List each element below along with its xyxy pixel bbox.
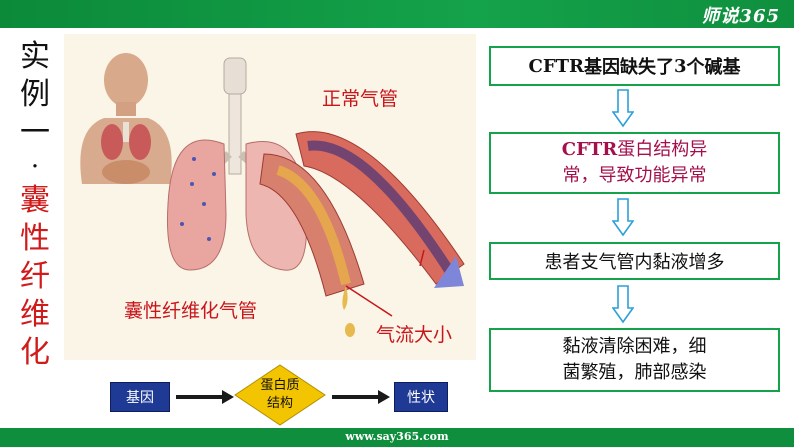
title-char: 维 (20, 297, 50, 332)
flow-step-2: CFTR蛋白结构异 常，导致功能异常 (489, 132, 780, 194)
title-char: 实 (20, 39, 50, 74)
airflow-label: 气流大小 (376, 324, 453, 346)
title-char: 纤 (20, 259, 50, 294)
airway-drawing (80, 53, 465, 337)
flow-step-1-suffix: 个碱基 (686, 57, 741, 78)
footer-bar: www.say365.com (0, 428, 794, 447)
flow-step-1: CFTR 基因缺失了 3 个碱基 (489, 46, 780, 86)
airway-illustration: 正常气管 囊性纤维化气管 气流大小 (64, 34, 476, 360)
protein-line1: 蛋白质 (260, 378, 300, 393)
flow-step-2-line2: 常，导致功能异常 (562, 165, 707, 186)
protein-diamond (234, 364, 326, 426)
flow-step-2-line1: CFTR蛋白结构异 (562, 137, 707, 163)
title-char: 囊 (20, 183, 50, 218)
human-figure (80, 53, 172, 184)
right-arrow-icon (176, 390, 234, 404)
normal-trachea-label: 正常气管 (322, 88, 399, 110)
title-char: 例 (20, 77, 50, 112)
flow-step-2-text: 蛋白结构异 (617, 139, 708, 160)
vertical-title: 实 例 一 · 囊 性 纤 维 化 (14, 38, 56, 372)
gene-trait-flow: 基因 蛋白质 结构 性状 (100, 364, 460, 426)
down-arrow-icon (612, 285, 634, 324)
flow-step-1-prefix: CFTR (528, 55, 584, 77)
flow-step-4-line2: 菌繁殖，肺部感染 (562, 362, 707, 383)
right-arrow-icon (332, 390, 390, 404)
flow-step-1-text: 基因缺失了 (583, 57, 674, 78)
title-char: 性 (20, 221, 50, 256)
normal-trachea (295, 131, 465, 288)
cf-trachea-label: 囊性纤维化气管 (124, 300, 258, 322)
cf-trachea (259, 153, 365, 337)
down-arrow-icon (612, 198, 634, 237)
footer-url: www.say365.com (345, 430, 449, 443)
flow-step-4: 黏液清除困难，细 菌繁殖，肺部感染 (489, 328, 780, 392)
protein-structure-label: 蛋白质 结构 (250, 377, 310, 413)
protein-line2: 结构 (266, 396, 293, 411)
brand-logo: 师说365 (701, 6, 780, 27)
flow-step-3: 患者支气管内黏液增多 (489, 242, 780, 280)
flow-step-2-prefix: CFTR (561, 139, 618, 160)
gene-box: 基因 (110, 382, 170, 412)
flow-step-1-num: 3 (673, 55, 687, 77)
title-char: 化 (20, 335, 50, 370)
header-bar: 师说365 (0, 0, 794, 28)
trait-box: 性状 (394, 382, 448, 412)
down-arrow-icon (612, 89, 634, 128)
title-separator: · (30, 152, 40, 182)
flow-step-4-line1: 黏液清除困难，细 (562, 336, 707, 357)
title-char: 一 (20, 115, 50, 150)
